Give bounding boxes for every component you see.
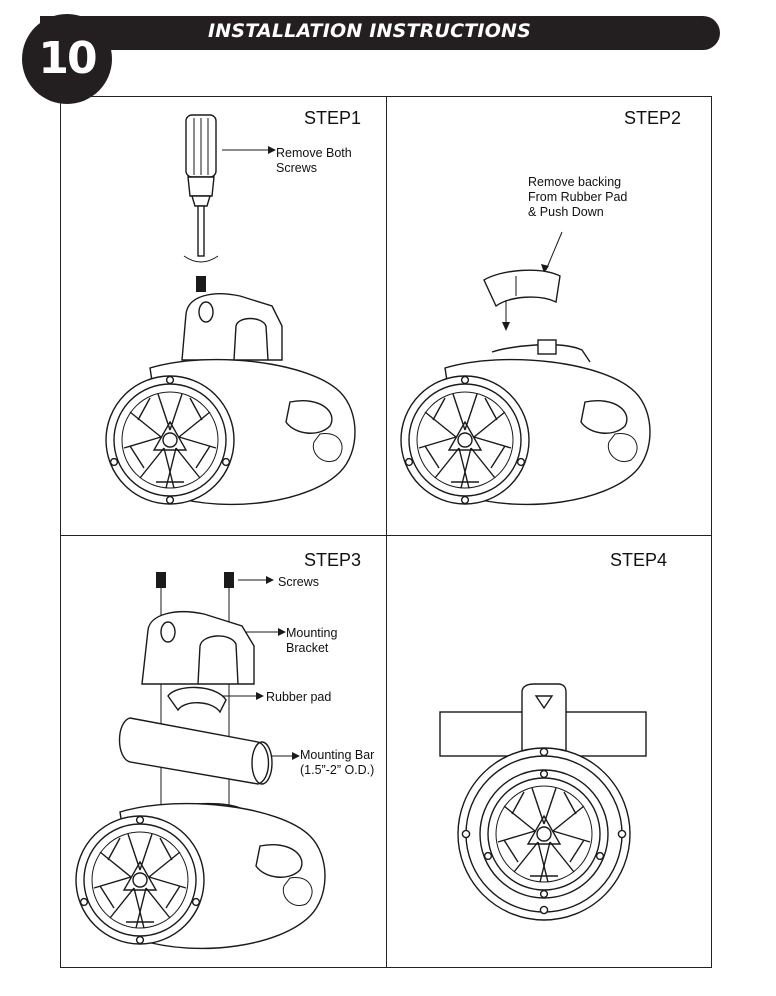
step2-illustration — [401, 232, 650, 504]
step1-illustration — [106, 115, 355, 504]
step3-illustration — [76, 572, 325, 948]
step4-illustration — [440, 684, 646, 920]
